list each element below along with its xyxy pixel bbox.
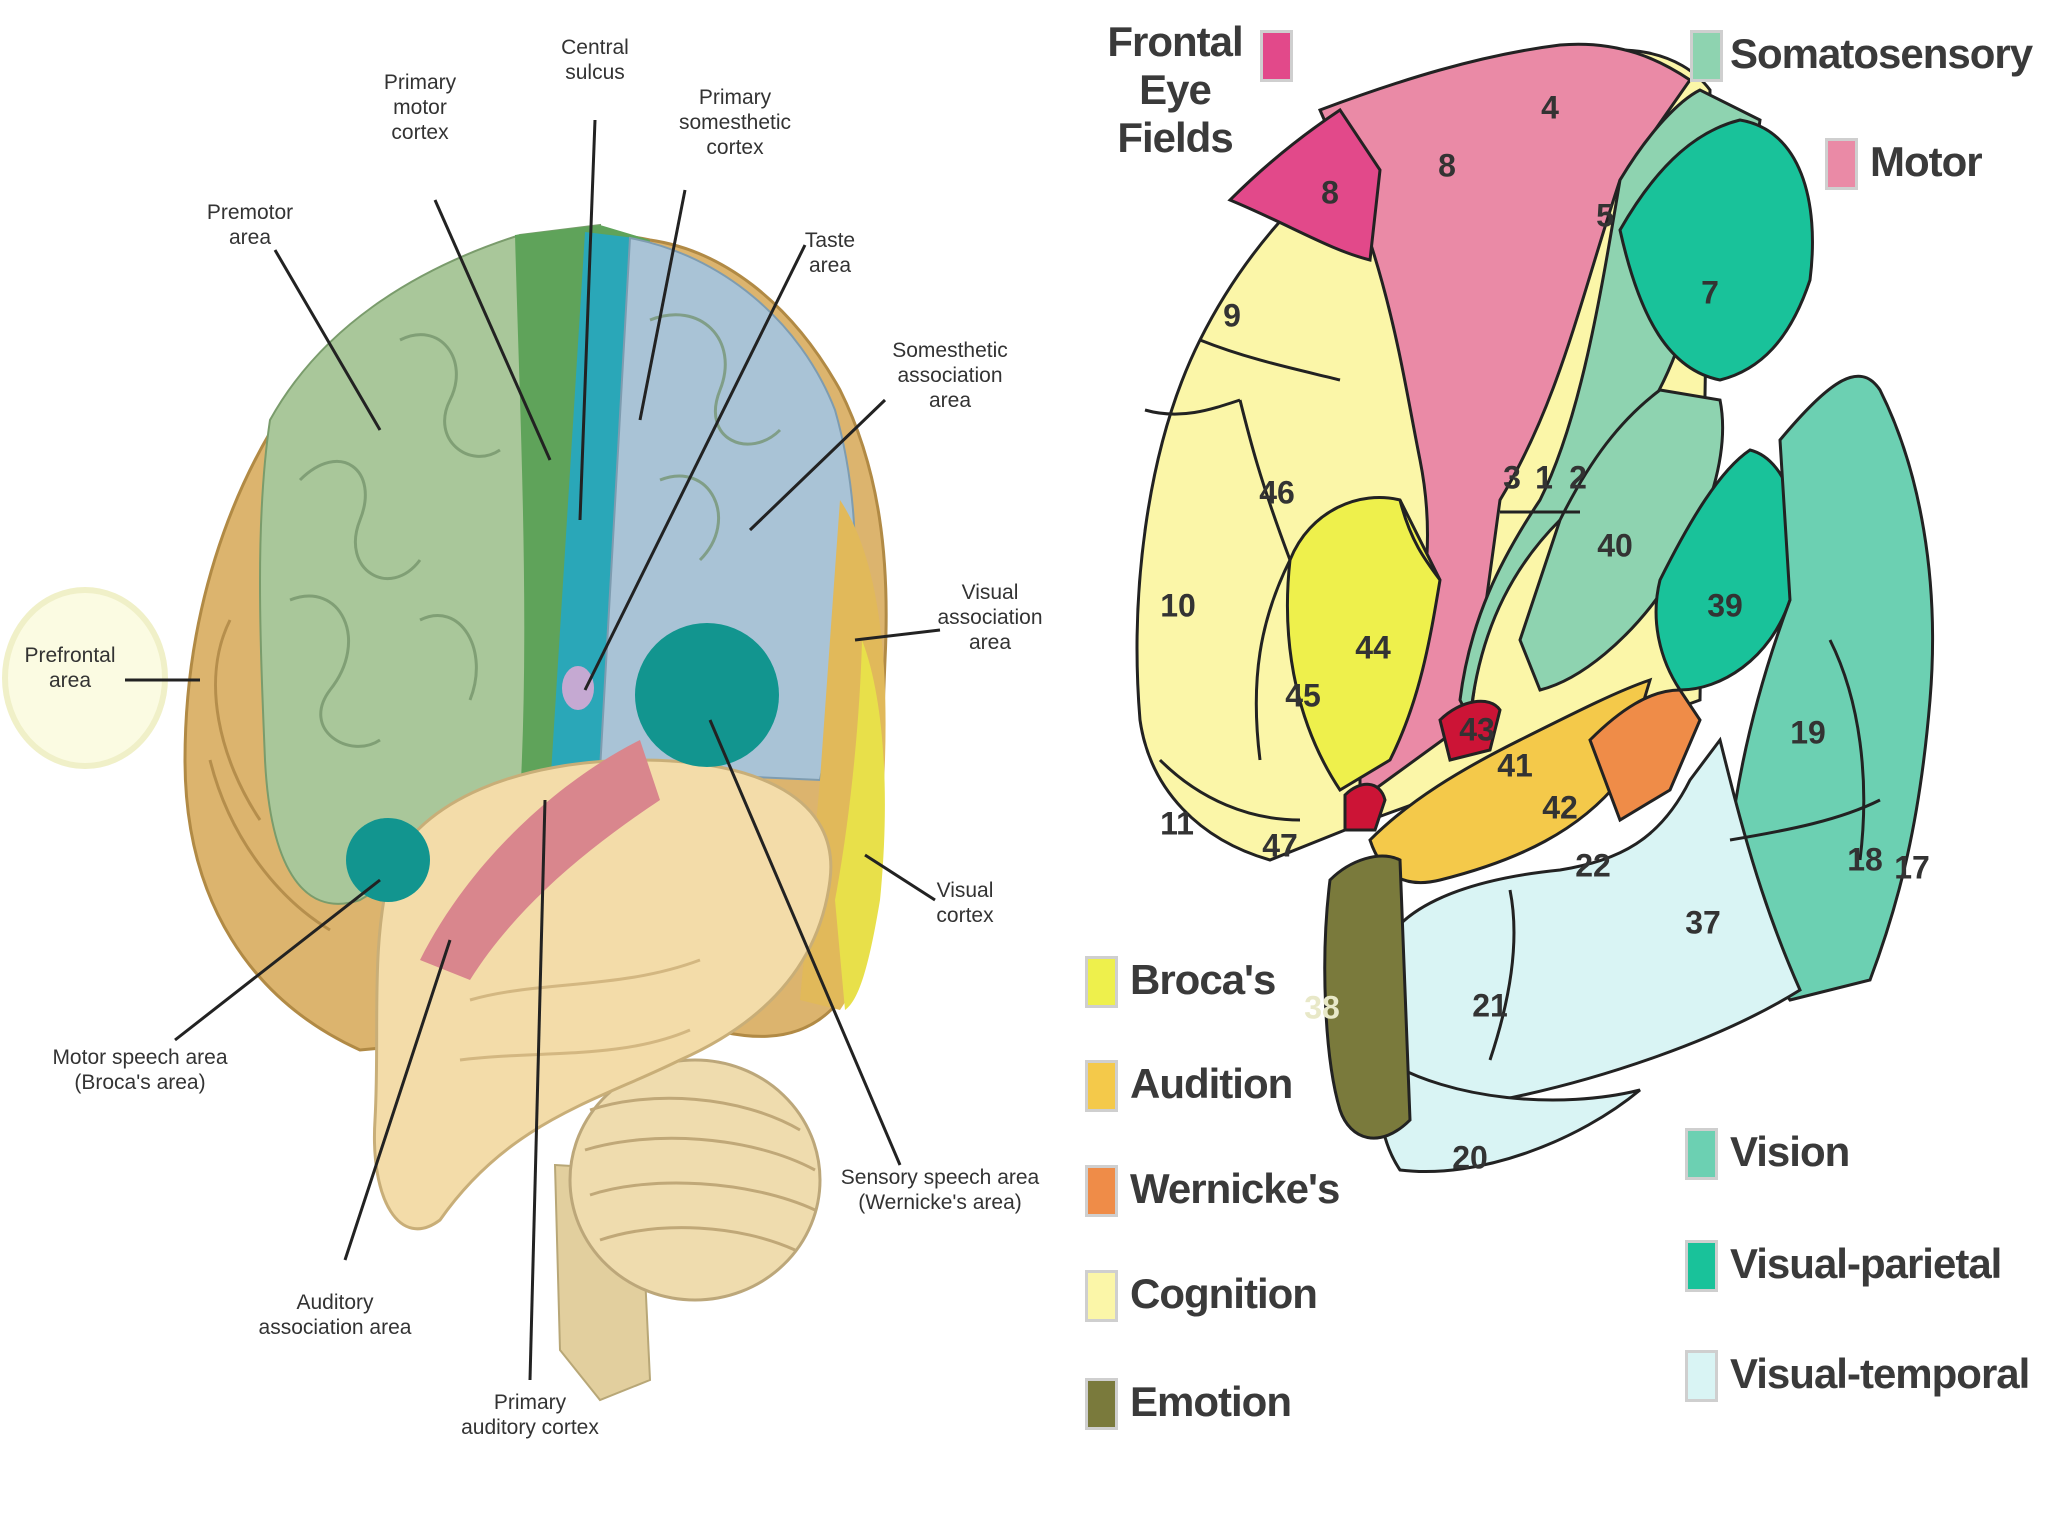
taste-area-spot	[562, 666, 594, 710]
legend-visual-parietal-label: Visual-parietal	[1730, 1240, 2001, 1288]
label-primary-motor-cortex: Primary motor cortex	[360, 70, 480, 145]
area-43-label: 43	[1459, 711, 1495, 747]
area-41-label: 41	[1497, 747, 1533, 783]
legend-motor-swatch	[1825, 138, 1858, 190]
legend-audition-label: Audition	[1130, 1060, 1292, 1108]
legend-somatosensory-swatch	[1690, 30, 1723, 82]
area-19-label: 19	[1790, 714, 1826, 750]
area-3-label: 3	[1503, 459, 1521, 495]
legend-vision-label: Vision	[1730, 1128, 1849, 1176]
label-primary-auditory-cortex: Primary auditory cortex	[420, 1390, 640, 1440]
label-visual-cortex: Visual cortex	[915, 878, 1015, 928]
area-45-label: 45	[1285, 677, 1321, 713]
label-auditory-association-area: Auditory association area	[225, 1290, 445, 1340]
label-premotor-area: Premotor area	[180, 200, 320, 250]
area-1-label: 1	[1535, 459, 1553, 495]
legend-brocas-label: Broca's	[1130, 956, 1275, 1004]
area-46-label: 46	[1259, 474, 1295, 510]
cerebellum	[570, 1060, 820, 1300]
label-taste-area: Taste area	[785, 228, 875, 278]
area-22-label: 22	[1575, 847, 1611, 883]
area-47-label: 47	[1262, 827, 1298, 863]
area-18-label: 18	[1847, 841, 1883, 877]
area-8-left-label: 8	[1321, 174, 1339, 210]
legend-wernickes-label: Wernicke's	[1130, 1165, 1339, 1213]
legend-frontal-eye-fields-label: Frontal Eye Fields	[1085, 18, 1265, 162]
area-40-label: 40	[1597, 527, 1633, 563]
legend-emotion-label: Emotion	[1130, 1378, 1291, 1426]
label-prefrontal-area: Prefrontal area	[15, 643, 125, 693]
region-red-small	[1345, 784, 1385, 830]
area-4-label: 4	[1541, 89, 1559, 125]
wernickes-area-circle	[635, 623, 779, 767]
legend-visual-temporal-swatch	[1685, 1350, 1718, 1402]
area-7-label: 7	[1701, 274, 1719, 310]
legend-wernickes-swatch	[1085, 1165, 1118, 1217]
area-39-label: 39	[1707, 587, 1743, 623]
legend-visual-parietal-swatch	[1685, 1240, 1718, 1292]
label-primary-somesthetic-cortex: Primary somesthetic cortex	[660, 85, 810, 160]
legend-brocas-swatch	[1085, 956, 1118, 1008]
area-2-label: 2	[1569, 459, 1587, 495]
legend-vision-swatch	[1685, 1128, 1718, 1180]
legend-cognition-swatch	[1085, 1270, 1118, 1322]
legend-visual-temporal-label: Visual-temporal	[1730, 1350, 2029, 1398]
label-visual-association-area: Visual association area	[925, 580, 1055, 655]
area-37-label: 37	[1685, 904, 1721, 940]
label-sensory-speech-area: Sensory speech area (Wernicke's area)	[820, 1165, 1060, 1215]
area-10-label: 10	[1160, 587, 1196, 623]
area-38-label: 38	[1304, 989, 1340, 1025]
area-44-label: 44	[1355, 629, 1391, 665]
area-5-label: 5	[1596, 197, 1614, 233]
area-17-label: 17	[1894, 849, 1930, 885]
legend-cognition-label: Cognition	[1130, 1270, 1317, 1318]
left-brain-illustration	[5, 225, 886, 1400]
legend-frontal-eye-fields-swatch	[1260, 30, 1293, 82]
legend-audition-swatch	[1085, 1060, 1118, 1112]
legend-motor-label: Motor	[1870, 138, 1982, 186]
label-somesthetic-association-area: Somesthetic association area	[870, 338, 1030, 413]
brocas-area-circle	[346, 818, 430, 902]
area-42-label: 42	[1542, 789, 1578, 825]
legend-somatosensory-label: Somatosensory	[1730, 30, 2032, 78]
area-20-label: 20	[1452, 1139, 1488, 1175]
area-8-right-label: 8	[1438, 147, 1456, 183]
legend-emotion-swatch	[1085, 1378, 1118, 1430]
area-9-label: 9	[1223, 297, 1241, 333]
label-motor-speech-area: Motor speech area (Broca's area)	[20, 1045, 260, 1095]
area-11-label: 11	[1160, 805, 1194, 841]
area-21-label: 21	[1472, 987, 1508, 1023]
label-central-sulcus: Central sulcus	[540, 35, 650, 85]
